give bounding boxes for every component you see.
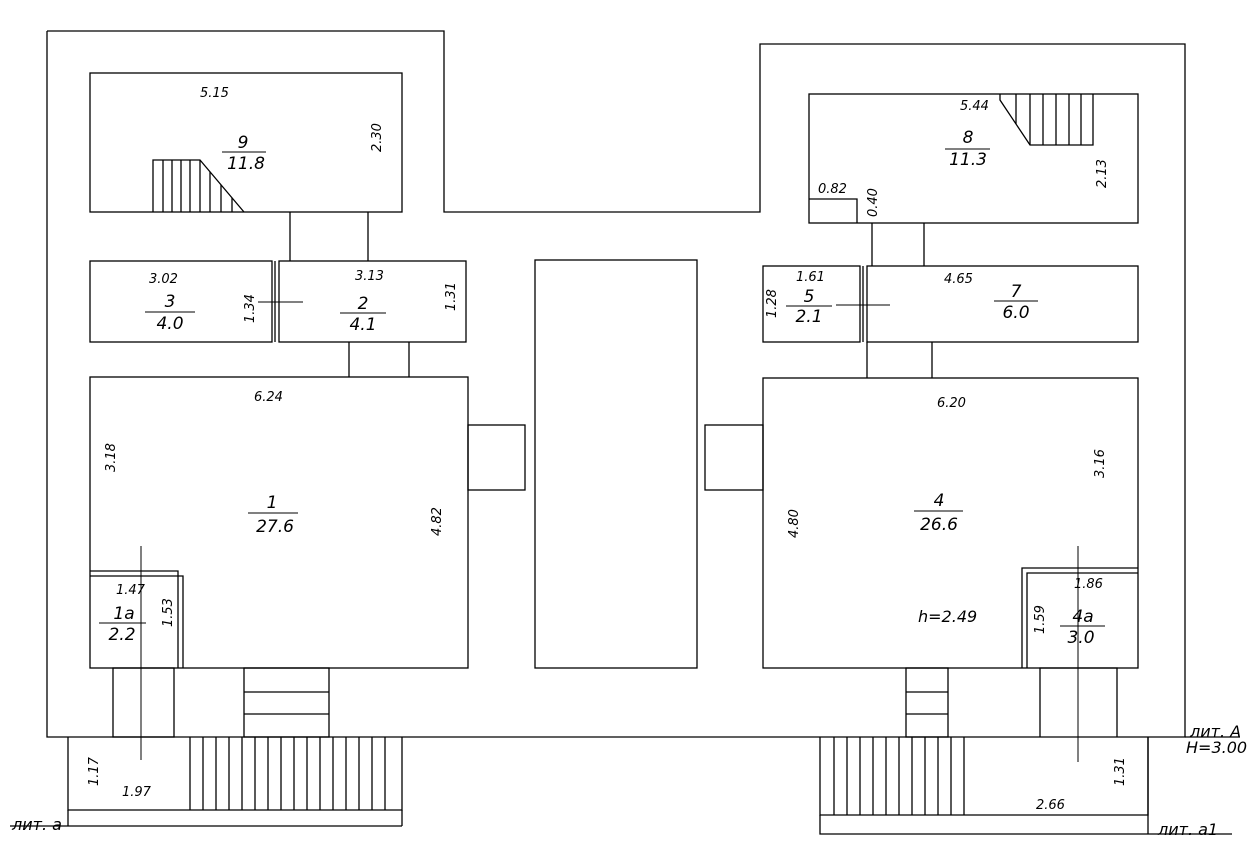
room-4-number: 4 bbox=[934, 491, 945, 511]
stair-room-8 bbox=[999, 94, 1094, 146]
room-2-area: 4.1 bbox=[349, 315, 376, 335]
room-4-height: h=2.49 bbox=[918, 607, 977, 626]
room-2-number: 2 bbox=[358, 294, 369, 314]
dim-room-1-side: 3.18 bbox=[104, 443, 119, 472]
dim-room-9-width: 5.15 bbox=[200, 86, 229, 101]
porch-right-wall bbox=[1039, 667, 1118, 737]
room-7-area: 6.0 bbox=[1002, 303, 1029, 323]
room-9-area: 11.8 bbox=[227, 154, 265, 174]
room-9-number: 9 bbox=[238, 133, 249, 153]
porch-left-landing bbox=[243, 667, 330, 738]
dim-room-8-niche-width: 0.82 bbox=[818, 182, 847, 197]
room-5-number: 5 bbox=[804, 287, 815, 307]
room-7 bbox=[866, 265, 1139, 343]
porch-right-outline bbox=[819, 737, 1149, 816]
label-lit-a1: лит. а1 bbox=[1157, 820, 1218, 839]
room-1a bbox=[90, 570, 179, 668]
dim-room-4a-depth: 1.59 bbox=[1033, 605, 1048, 634]
room-4a-area: 3.0 bbox=[1067, 628, 1094, 648]
stairs-left bbox=[189, 737, 386, 810]
room-1a-wall bbox=[90, 575, 184, 668]
porch-right-base bbox=[819, 815, 1232, 835]
room-3-area: 4.0 bbox=[156, 314, 183, 334]
dim-room-4-width: 6.20 bbox=[937, 396, 966, 411]
dim-room-8-width: 5.44 bbox=[960, 99, 989, 114]
dim-room-9-depth: 2.30 bbox=[370, 123, 385, 152]
dim-room-3-depth: 1.34 bbox=[243, 294, 258, 323]
dim-porch-left-width: 1.97 bbox=[122, 785, 152, 800]
dim-room-3-width: 3.02 bbox=[149, 272, 178, 287]
dim-room-1-depth: 4.82 bbox=[430, 507, 445, 536]
central-block bbox=[534, 259, 698, 669]
room-4a-wall bbox=[1026, 572, 1138, 668]
dim-room-8-depth: 2.13 bbox=[1095, 159, 1110, 188]
room-4a bbox=[1021, 567, 1138, 668]
room-1a-area: 2.2 bbox=[108, 625, 135, 645]
outer-wall bbox=[46, 30, 1186, 738]
dim-porch-right-width: 2.66 bbox=[1036, 798, 1065, 813]
niche-room-8 bbox=[809, 198, 858, 223]
door-4-hall bbox=[704, 424, 764, 491]
porch-right-step bbox=[905, 667, 949, 738]
dim-room-7-width: 4.65 bbox=[944, 272, 973, 287]
room-8 bbox=[808, 93, 1139, 224]
room-1-number: 1 bbox=[267, 493, 278, 513]
dim-porch-left-depth: 1.17 bbox=[87, 756, 102, 786]
door-1-hall bbox=[467, 424, 526, 491]
room-5 bbox=[762, 265, 861, 343]
stairs-right bbox=[833, 737, 965, 815]
stair-room-9 bbox=[152, 159, 245, 213]
dim-room-4-depth: 4.80 bbox=[787, 509, 802, 538]
room-8-number: 8 bbox=[963, 128, 974, 148]
dim-porch-right-depth: 1.31 bbox=[1113, 757, 1128, 786]
room-4a-number: 4a bbox=[1072, 607, 1093, 627]
dim-room-8-niche-depth: 0.40 bbox=[866, 188, 881, 217]
dim-room-1-width: 6.24 bbox=[254, 390, 283, 405]
label-lit-a: лит. А bbox=[1189, 722, 1241, 741]
room-1a-number: 1a bbox=[113, 604, 134, 624]
dim-room-2-depth: 1.31 bbox=[444, 282, 459, 311]
dim-room-4-side: 3.16 bbox=[1093, 449, 1108, 478]
porch-left-outline bbox=[67, 737, 403, 811]
label-height-total: Н=3.00 bbox=[1186, 738, 1247, 757]
dim-room-5-width: 1.61 bbox=[796, 270, 825, 285]
dim-room-5-depth: 1.28 bbox=[765, 289, 780, 318]
room-5-area: 2.1 bbox=[795, 307, 822, 327]
room-7-number: 7 bbox=[1011, 282, 1022, 302]
porch-left-step bbox=[112, 667, 175, 738]
room-9 bbox=[89, 72, 403, 213]
dim-room-4a-width: 1.86 bbox=[1074, 577, 1103, 592]
dim-room-1a-width: 1.47 bbox=[116, 583, 146, 598]
room-8-area: 11.3 bbox=[949, 150, 987, 170]
room-1-area: 27.6 bbox=[256, 517, 294, 537]
dim-room-2-width: 3.13 bbox=[355, 269, 384, 284]
dim-room-1a-depth: 1.53 bbox=[161, 598, 176, 627]
label-lit-a-small: лит. а bbox=[11, 815, 62, 834]
room-3-number: 3 bbox=[165, 292, 176, 312]
room-4-area: 26.6 bbox=[920, 515, 958, 535]
room-4 bbox=[762, 377, 1139, 669]
